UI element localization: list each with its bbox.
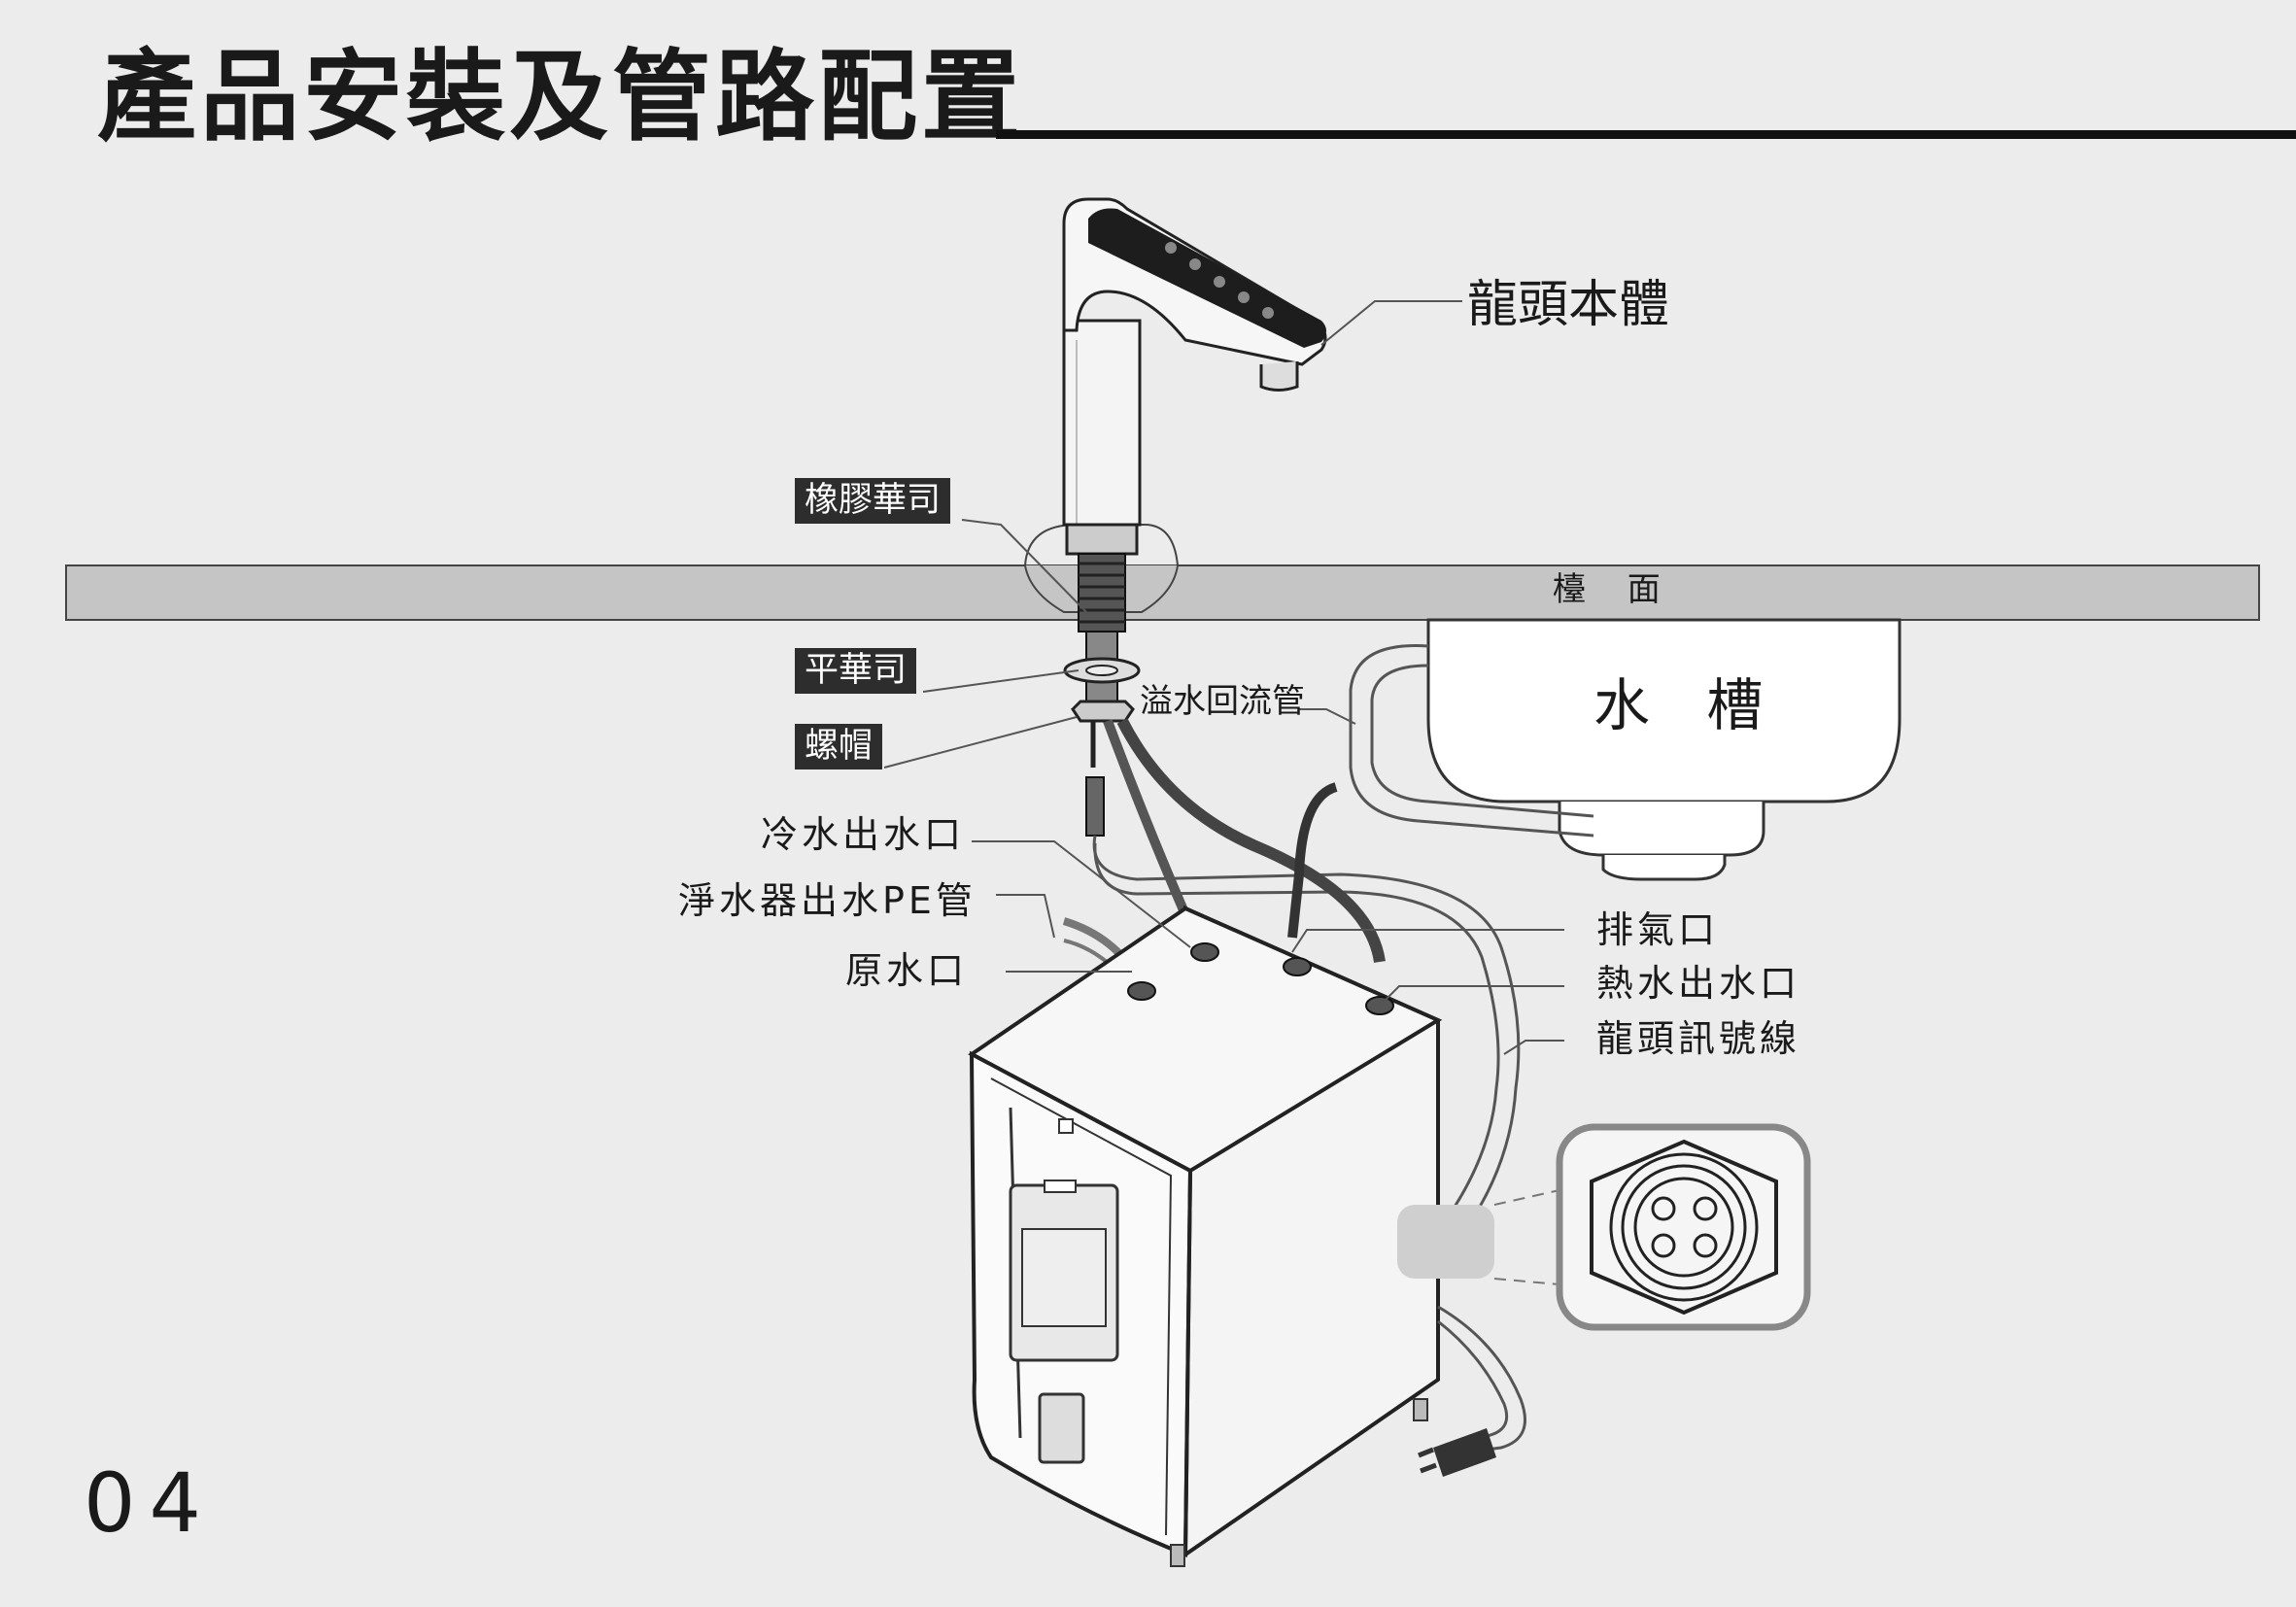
cold-outlet-label: 冷水出水口 [761,813,966,856]
faucet-body [1062,197,1327,710]
signal-cable-label: 龍頭訊號線 [1596,1017,1801,1060]
sink [1426,618,1902,881]
mounting-hardware [1063,657,1141,723]
overflow-pipe-label: 溢水回流管 [1140,682,1305,721]
hot-outlet-label: 熱水出水口 [1596,962,1801,1005]
hot-water-tank [968,905,1443,1567]
flat-washer-label: 平華司 [795,648,917,694]
page-title: 產品安裝及管路配置 [97,40,1024,155]
countertop-label: 檯 面 [1553,570,1676,609]
sink-label: 水 槽 [1593,672,1783,738]
connector-detail [1556,1123,1811,1331]
purifier-pipe-label: 淨水器出水PE管 [678,879,977,922]
raw-water-inlet-label: 原水口 [845,949,969,992]
title-divider [996,130,2296,139]
countertop [65,524,2260,621]
vent-label: 排氣口 [1596,908,1720,951]
faucet-body-label: 龍頭本體 [1467,276,1670,334]
page-number: 04 [84,1455,215,1551]
rubber-washer-label: 橡膠華司 [795,478,951,524]
nut-label: 螺帽 [795,724,883,769]
